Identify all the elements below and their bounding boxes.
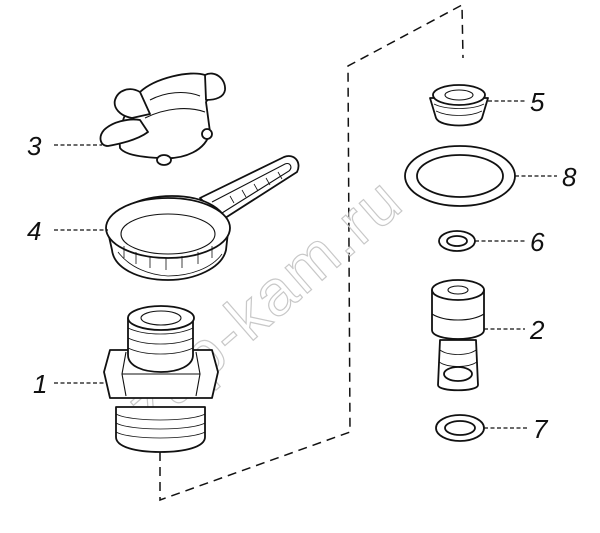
- part-3-wing-cap: [99, 72, 226, 166]
- callout-8: 8: [562, 162, 577, 192]
- callout-4: 4: [27, 216, 41, 246]
- part-5-threaded-nut: [429, 84, 489, 127]
- callout-1: 1: [33, 369, 47, 399]
- part-6-small-washer: [438, 230, 476, 252]
- callout-7: 7: [533, 414, 549, 444]
- callout-2: 2: [529, 315, 545, 345]
- part-7-bottom-washer: [435, 414, 485, 442]
- part-4-ring-strap: [105, 155, 300, 281]
- callout-3: 3: [27, 131, 42, 161]
- callout-5: 5: [530, 87, 545, 117]
- part-8-large-o-ring: [404, 145, 516, 207]
- assembly-boundary: [159, 3, 464, 502]
- callout-6: 6: [530, 227, 545, 257]
- part-2-valve-stem: [431, 279, 485, 392]
- part-1-threaded-union: [103, 305, 219, 453]
